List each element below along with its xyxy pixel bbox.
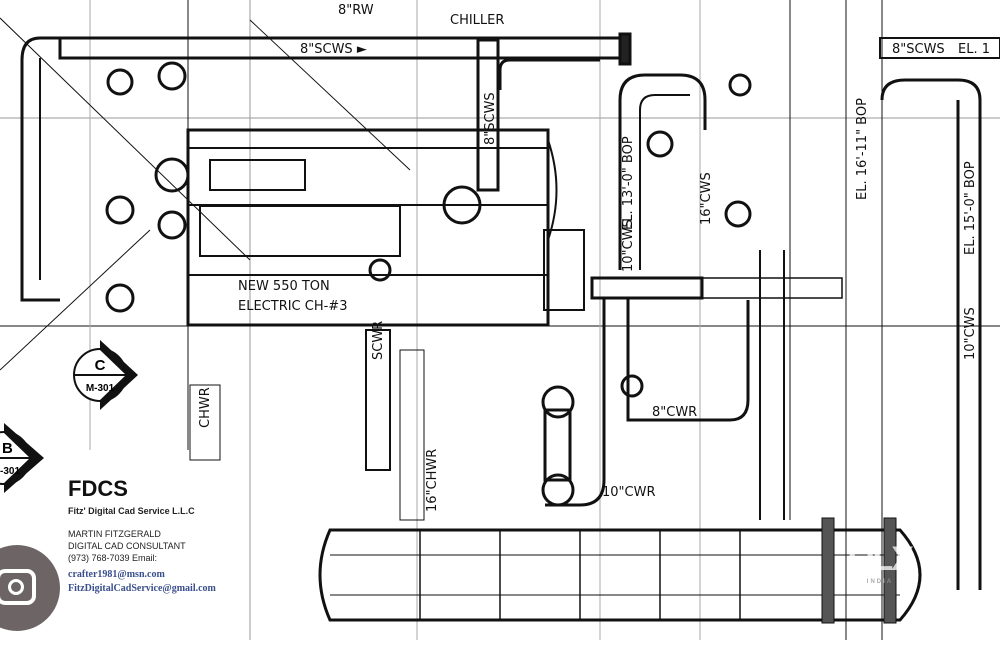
card-name: MARTIN FITZGERALD [68,529,161,539]
section-marker-b[interactable]: B -301 [0,423,44,493]
card-phone: (973) 768-7039 Email: [68,553,158,563]
card-emails: crafter1981@msn.com FitzDigitalCadServic… [68,568,216,596]
watermark-region: INDIA [866,579,894,585]
label-cws-10-right: 10"CWS [963,307,978,360]
label-scwr: SCWR [371,321,386,360]
label-scws-vertical: 8"SCWS [483,92,498,145]
card-title: FDCS [68,476,128,501]
card-email-1[interactable]: crafter1981@msn.com [68,569,165,580]
label-el-15: EL. 15'-0" BOP [963,161,978,255]
business-card: FDCS Fitz' Digital Cad Service L.L.C MAR… [62,474,302,604]
label-cwr-8: 8"CWR [652,405,697,420]
section-sheet: -301 [0,466,20,477]
label-chwr-16: 16"CHWR [425,449,440,512]
chiller-name-line2: ELECTRIC CH-#3 [238,299,347,314]
label-el-top: EL. 1 [958,42,990,57]
label-cwr-10: 10"CWR [602,485,656,500]
label-chiller: CHILLER [450,13,504,28]
label-el-13: EL. 13'-0" BOP [621,136,636,230]
label-el-16: EL. 16'-11" BOP [855,98,870,200]
label-scws-left: 8"SCWS ► [300,42,367,57]
section-letter: B [2,440,13,457]
card-email-2[interactable]: FitzDigitalCadService@gmail.com [68,583,216,594]
card-role: DIGITAL CAD CONSULTANT [68,541,186,551]
card-company: Fitz' Digital Cad Service L.L.C [68,506,195,516]
label-cws-16: 16"CWS [699,172,714,225]
card-contact: MARTIN FITZGERALD DIGITAL CAD CONSULTANT… [68,528,186,564]
section-letter: C [95,357,106,374]
label-cws-10-left: 10"CWS [621,219,636,272]
camera-lens-icon [8,579,24,595]
chiller-name-line1: NEW 550 TON [238,279,330,294]
label-rw: 8"RW [338,3,374,18]
label-scws-right: 8"SCWS [892,42,945,57]
watermark-brand: OLX [848,540,914,578]
camera-frame-icon [0,569,36,605]
olx-watermark: OLX INDIA [848,540,914,585]
label-chwr: CHWR [198,387,213,428]
section-marker-c[interactable]: C M-301 [73,340,138,410]
section-sheet: M-301 [86,383,115,394]
